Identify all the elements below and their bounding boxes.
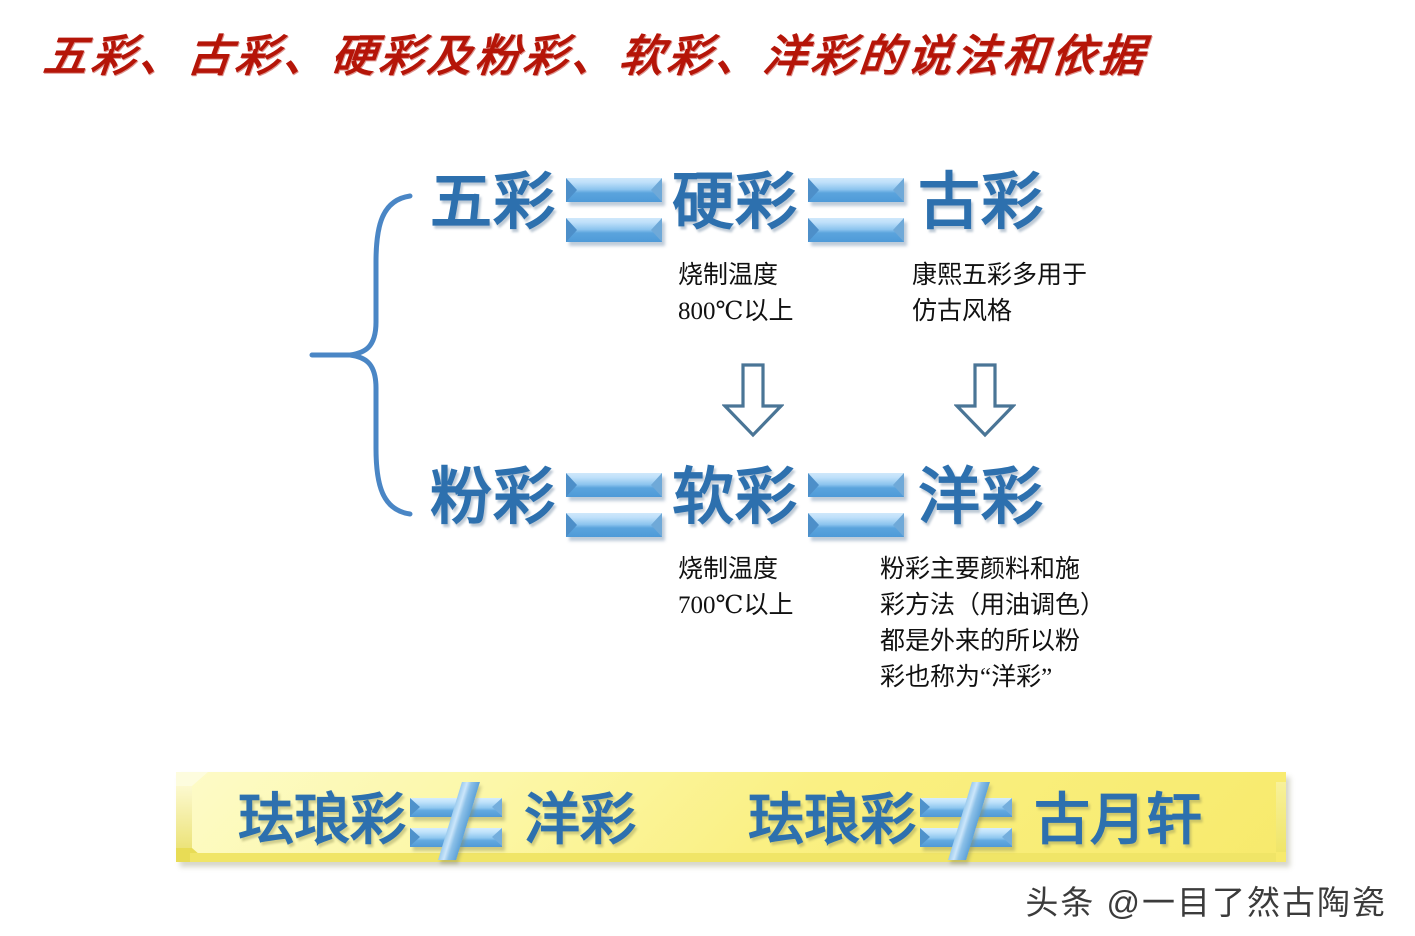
watermark: 头条 @一目了然古陶瓷: [1025, 884, 1387, 921]
note-firing-temp-low: 烧制温度 700℃以上: [678, 556, 794, 619]
banner-bevel-left-edge: [176, 786, 192, 848]
not-equal-slash: [948, 782, 990, 860]
note-fencai-origin: 粉彩主要颜料和施 彩方法（用油调色） 都是外来的所以粉 彩也称为“洋彩”: [880, 556, 1106, 691]
banner-bevel-right-edge: [1276, 782, 1286, 852]
equals-sign-bottom-1: [566, 473, 662, 537]
brace-icon: [309, 193, 413, 517]
equals-sign-bottom-2: [808, 473, 904, 537]
equals-bar-lower: [566, 218, 662, 242]
equals-bar-lower: [808, 218, 904, 242]
not-equal-sign-1: [410, 782, 502, 860]
banner-term-2-right: 古月轩: [1034, 788, 1202, 851]
page-title: 五彩、古彩、硬彩及粉彩、软彩、洋彩的说法和依据: [40, 32, 1151, 81]
banner-term-1-left: 珐琅彩: [238, 788, 406, 851]
conclusion-banner: 珐琅彩 洋彩 珐琅彩 古月轩: [176, 772, 1286, 862]
banner-term-1-right: 洋彩: [524, 788, 636, 851]
equals-sign-top-2: [808, 178, 904, 242]
equals-bar-upper: [808, 178, 904, 202]
term-top-1: 五彩: [430, 168, 557, 237]
note-firing-temp-high: 烧制温度 800℃以上: [678, 262, 794, 325]
equals-bar-upper: [808, 473, 904, 497]
term-top-3: 古彩: [918, 168, 1045, 237]
equals-sign-top-1: [566, 178, 662, 242]
term-bottom-3: 洋彩: [918, 463, 1045, 532]
equals-bar-lower: [808, 513, 904, 537]
term-bottom-2: 软彩: [672, 463, 799, 532]
arrow-down-left: [721, 362, 785, 438]
equals-bar-lower: [566, 513, 662, 537]
banner-term-2-left: 珐琅彩: [748, 788, 916, 851]
down-arrow-icon: [953, 363, 1017, 438]
left-curly-brace: [306, 190, 416, 520]
equals-bar-upper: [566, 473, 662, 497]
equals-bar-upper: [566, 178, 662, 202]
term-top-2: 硬彩: [672, 168, 799, 237]
not-equal-sign-2: [920, 782, 1012, 860]
down-arrow-icon: [721, 363, 785, 438]
note-kangxi-style: 康熙五彩多用于 仿古风格: [912, 262, 1088, 325]
not-equal-slash: [438, 782, 480, 860]
banner-bevel-bottom-edge: [190, 853, 1276, 862]
arrow-down-right: [953, 362, 1017, 438]
term-bottom-1: 粉彩: [430, 463, 557, 532]
